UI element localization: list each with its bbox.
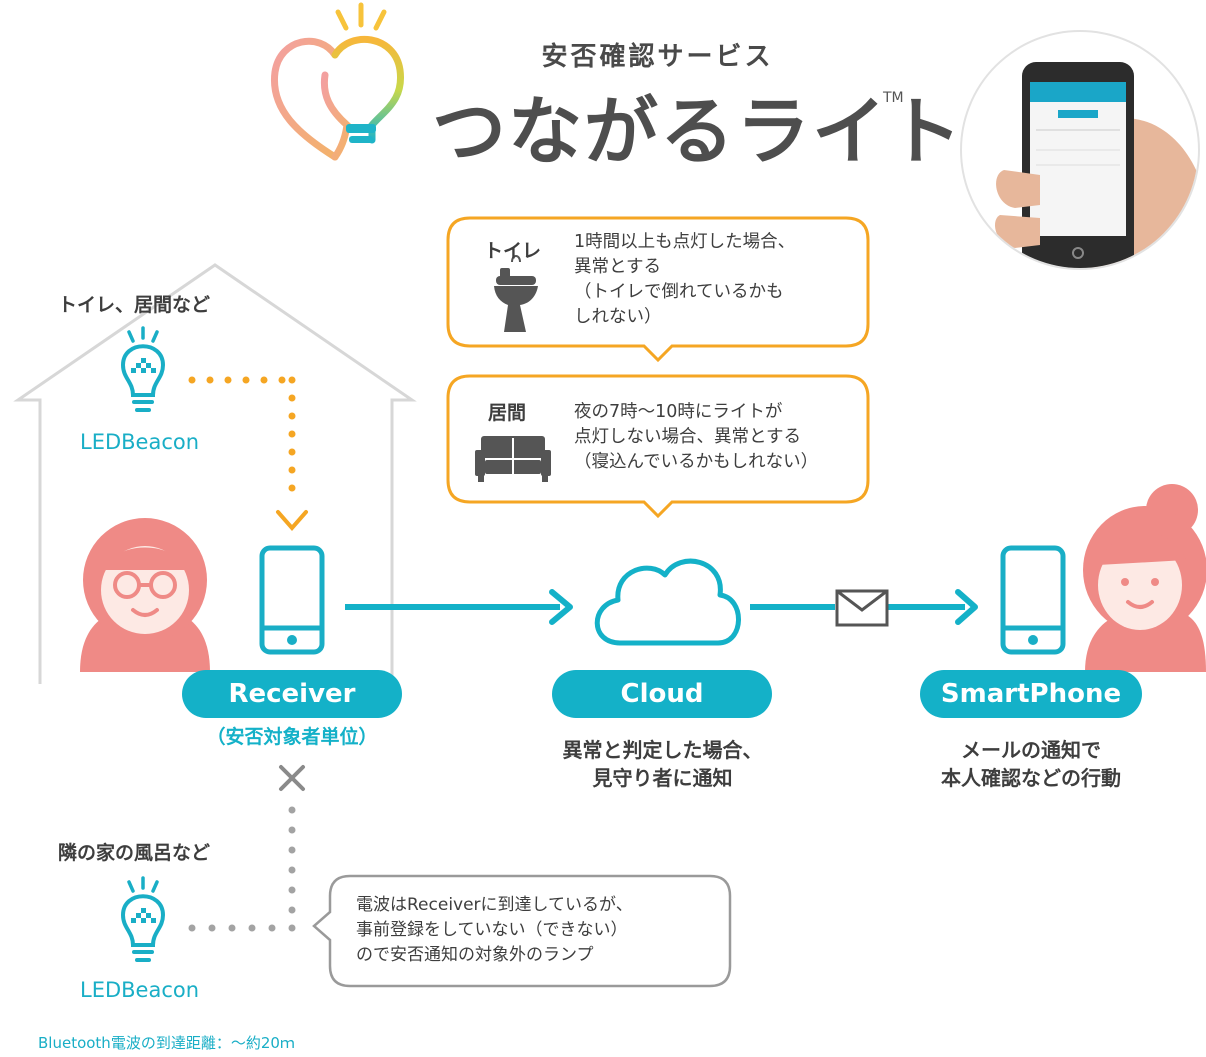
cloud-pill: Cloud (552, 670, 772, 718)
note-bubble (312, 874, 732, 988)
mail-icon (835, 589, 889, 627)
brand-title: つながるライト (432, 89, 964, 175)
living-bubble (446, 374, 870, 519)
house-outline (13, 263, 417, 684)
receiver-pill: Receiver (182, 670, 402, 718)
toilet-line: 異常とする (574, 257, 661, 277)
smartphone-caption-line: メールの通知で (961, 738, 1101, 762)
orange-dotted-path (188, 376, 296, 492)
orange-arrow-head (276, 510, 308, 532)
cloud-caption-line: 見守り者に通知 (592, 766, 733, 790)
neighbor-beacon-label: LEDBeacon (80, 978, 200, 1002)
cloud-caption-line: 異常と判定した場合、 (562, 738, 763, 762)
gray-dotted-path (188, 806, 296, 932)
receiver-phone-icon (259, 545, 325, 655)
sofa-icon (475, 436, 551, 482)
toilet-icon (494, 255, 538, 332)
cloud-caption: 異常と判定した場合、 見守り者に通知 (520, 736, 805, 792)
living-line: 夜の7時〜10時にライトが (574, 402, 783, 422)
home-beacon-label: LEDBeacon (80, 430, 200, 454)
toilet-description: 1時間以上も点灯した場合、 異常とする （トイレで倒れているかも しれない） (574, 230, 859, 330)
toilet-line: しれない） (574, 307, 662, 327)
smartphone-pill: SmartPhone (920, 670, 1142, 718)
cross-icon (279, 765, 305, 791)
cloud-icon (594, 558, 741, 646)
note-line: ので安否通知の対象外のランプ (356, 945, 594, 965)
smartphone-phone-icon (1000, 545, 1066, 655)
living-title: 居間 (488, 402, 527, 424)
toilet-bubble (446, 216, 870, 363)
range-footnote: Bluetooth電波の到達距離：〜約20ｍ (38, 1034, 295, 1052)
grandmother-icon (80, 518, 210, 672)
led-bulb-icon (120, 876, 166, 962)
heart-bulb-logo-icon (270, 2, 405, 161)
trademark-mark: TM (883, 90, 904, 106)
toilet-line: （トイレで倒れているかも (574, 282, 784, 302)
note-line: 電波はReceiverに到達しているが、 (356, 895, 633, 915)
home-room-label: トイレ、居間など (58, 294, 211, 316)
smartphone-caption: メールの通知で 本人確認などの行動 (900, 736, 1162, 792)
smartphone-caption-line: 本人確認などの行動 (941, 766, 1121, 790)
service-subtitle: 安否確認サービス (541, 42, 774, 72)
living-line: 点灯しない場合、異常とする (574, 427, 801, 447)
note-line: 事前登録をしていない（できない） (356, 920, 628, 940)
note-description: 電波はReceiverに到達しているが、 事前登録をしていない（できない） ので… (356, 893, 726, 968)
toilet-line: 1時間以上も点灯した場合、 (574, 232, 796, 252)
hand-phone-photo-icon (960, 30, 1200, 270)
living-line: （寝込んでいるかもしれない） (574, 452, 819, 472)
woman-icon (1083, 484, 1206, 672)
led-bulb-icon (120, 326, 166, 412)
receiver-sub-label: （安否対象者単位） (206, 726, 378, 748)
living-description: 夜の7時〜10時にライトが 点灯しない場合、異常とする （寝込んでいるかもしれな… (574, 400, 859, 475)
neighbor-room-label: 隣の家の風呂など (58, 842, 211, 864)
toilet-title: トイレ (484, 240, 542, 262)
